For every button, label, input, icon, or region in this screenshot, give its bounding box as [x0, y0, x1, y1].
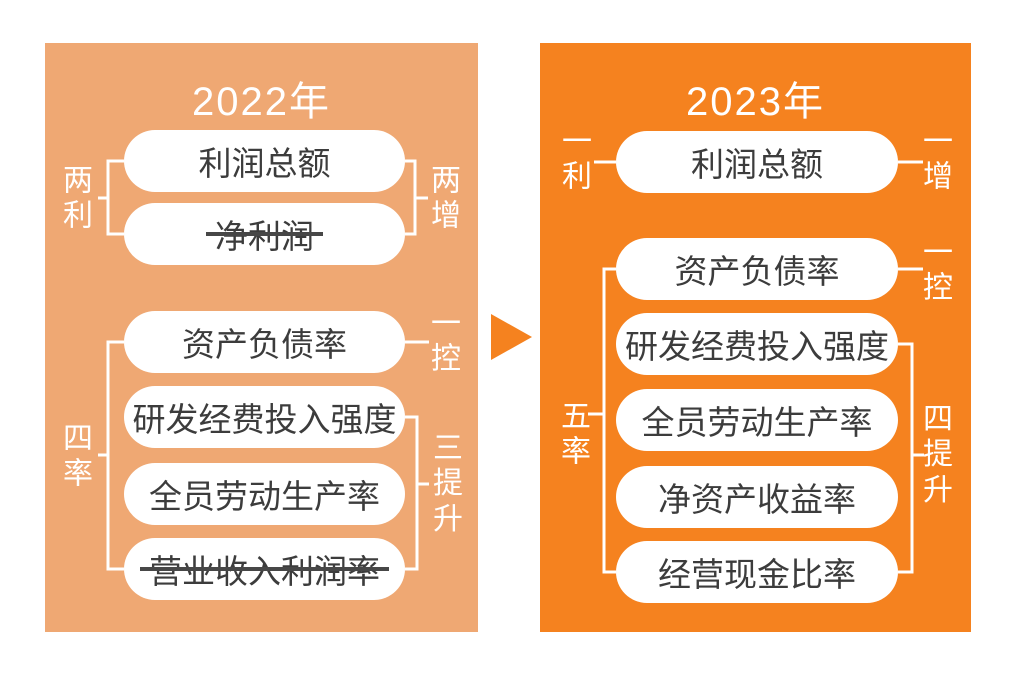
pill-label: 研发经费投入强度: [625, 328, 889, 365]
label-five-ratios: 五率: [561, 400, 591, 469]
pill-return-on-equity: 净资产收益率: [616, 466, 898, 528]
label-one-profit: 一利: [562, 125, 592, 194]
pill-operating-cash-ratio: 经营现金比率: [616, 541, 898, 603]
label-four-improvements: 四提升: [923, 402, 953, 507]
pill-label: 经营现金比率: [658, 556, 856, 593]
pill-asset-liability-ratio: 资产负债率: [124, 311, 405, 373]
label-one-increase: 一增: [923, 125, 953, 194]
pill-operating-revenue-margin-struck: 营业收入利润率: [124, 538, 405, 600]
pill-labor-productivity: 全员劳动生产率: [616, 389, 898, 451]
pill-net-profit-struck: 净利润: [124, 203, 405, 265]
panel-2022: 2022年 利润总额 净利润 资产负债率 研发经费投入强度 全员劳动生产率 营业…: [45, 43, 478, 632]
bracket-four-ratios: [98, 340, 124, 571]
right-arrow-icon: [491, 314, 532, 360]
label-two-increases: 两增: [431, 164, 461, 233]
pill-label: 利润总额: [198, 145, 331, 182]
pill-label: 资产负债率: [674, 253, 840, 290]
label-two-profits: 两利: [63, 164, 93, 233]
bracket-three-improvements: [405, 415, 429, 571]
pill-label: 资产负债率: [182, 326, 347, 363]
bracket-two-increases: [405, 159, 428, 236]
panel-title-2023: 2023年: [686, 80, 825, 124]
pill-rd-spending-intensity: 研发经费投入强度: [616, 313, 898, 375]
pill-label: 研发经费投入强度: [132, 401, 397, 438]
bracket-two-profits: [98, 159, 124, 236]
pill-label-strikethrough: 营业收入利润率: [140, 545, 389, 593]
label-one-control: 一控: [923, 236, 953, 305]
pill-label: 全员劳动生产率: [149, 478, 380, 515]
pill-total-profit: 利润总额: [124, 130, 405, 192]
pill-total-profit: 利润总额: [616, 131, 898, 193]
pill-label: 全员劳动生产率: [641, 404, 873, 441]
pill-label: 利润总额: [691, 146, 823, 183]
label-one-control: 一控: [431, 307, 461, 376]
pill-rd-spending-intensity: 研发经费投入强度: [124, 386, 405, 448]
panel-2023: 2023年 利润总额 资产负债率 研发经费投入强度 全员劳动生产率 净资产收益率…: [540, 43, 971, 632]
pill-asset-liability-ratio: 资产负债率: [616, 238, 898, 300]
pill-label: 净资产收益率: [658, 481, 856, 518]
pill-labor-productivity: 全员劳动生产率: [124, 463, 405, 525]
label-three-improvements: 三提升: [433, 431, 463, 536]
label-four-ratios: 四率: [63, 422, 93, 491]
pill-label-strikethrough: 净利润: [206, 210, 323, 258]
panel-title-2022: 2022年: [192, 80, 331, 124]
